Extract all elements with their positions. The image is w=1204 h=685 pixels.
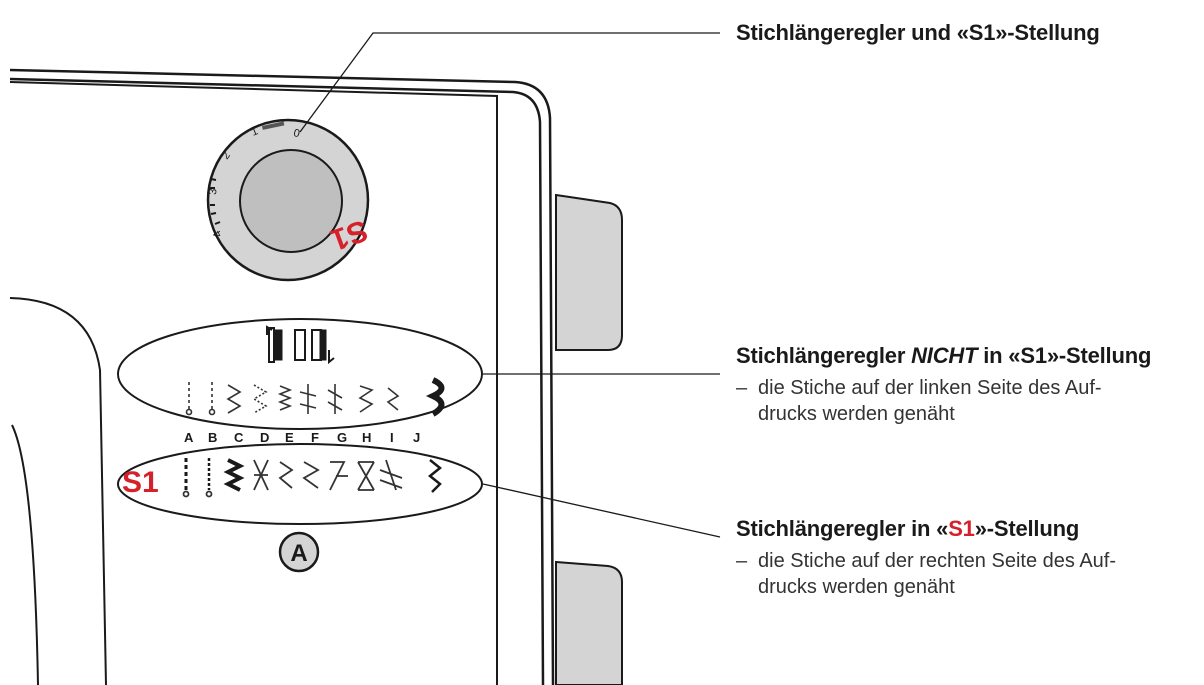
callout-bottom-desc-line2: drucks werden genäht xyxy=(758,576,955,598)
side-tab-lower xyxy=(555,560,623,685)
stitch-letter-h: H xyxy=(362,430,371,445)
upper-stitch-row xyxy=(185,377,445,417)
needle-position-icons xyxy=(266,325,335,365)
callout-bottom-title-post: »-Stellung xyxy=(974,516,1080,541)
callout-bottom-desc: –die Stiche auf der rechten Seite des Au… xyxy=(736,548,1116,600)
stitch-letter-c: C xyxy=(234,430,244,445)
side-tab-upper xyxy=(555,193,623,351)
callout-top-title: Stichlängeregler und «S1»-Stellung xyxy=(736,20,1100,45)
stitch-letter-row: A B C D E F G H I J xyxy=(184,430,420,445)
stitch-letter-i: I xyxy=(390,430,394,445)
callout-middle-desc: –die Stiche auf der linken Seite des Auf… xyxy=(736,375,1151,427)
callout-middle-desc-line1: die Stiche auf der linken Seite des Auf- xyxy=(758,377,1102,399)
stitch-letter-d: D xyxy=(260,430,269,445)
callout-middle-title: Stichlängeregler NICHT in «S1»-Stellung xyxy=(736,343,1151,369)
dial-number-2: 2 xyxy=(220,150,233,162)
panel-marker-circle xyxy=(278,531,320,573)
dial-bar-mark xyxy=(261,121,285,130)
callout-bottom-desc-line1: die Stiche auf der rechten Seite des Auf… xyxy=(758,550,1116,572)
callout-top: Stichlängeregler und «S1»-Stellung xyxy=(736,20,1100,46)
dial-number-0: 0 xyxy=(292,127,300,140)
stitch-letter-f: F xyxy=(311,430,319,445)
dial-knob xyxy=(239,149,343,253)
dial-number-4: 4 xyxy=(211,228,224,239)
lower-stitch-row xyxy=(182,458,443,498)
stitch-letter-a: A xyxy=(184,430,194,445)
callout-middle-desc-line2: drucks werden genäht xyxy=(758,403,955,425)
lower-stitch-oval xyxy=(117,443,483,525)
callout-middle-title-italic: NICHT xyxy=(911,343,978,368)
callout-middle: Stichlängeregler NICHT in «S1»-Stellung … xyxy=(736,343,1151,427)
machine-arm xyxy=(9,297,107,685)
stitch-letter-b: B xyxy=(208,430,217,445)
leader-line-bottom xyxy=(482,483,721,538)
callout-bottom-dash: – xyxy=(736,550,748,572)
stitch-letter-g: G xyxy=(337,430,347,445)
stitch-chart-panel: A B C D E F G H I J S1 A xyxy=(117,318,483,573)
dial-number-1: 1 xyxy=(250,125,260,138)
callout-bottom: Stichlängeregler in «S1»-Stellung –die S… xyxy=(736,516,1116,600)
dial-tick-marks xyxy=(210,178,221,225)
dial-number-3: 3 xyxy=(207,188,219,195)
panel-marker-label: A xyxy=(290,540,307,567)
leader-line-top xyxy=(299,32,720,133)
callout-middle-dash: – xyxy=(736,377,748,399)
upper-stitch-oval xyxy=(117,318,483,430)
stitch-length-dial: 0 1 2 3 4 S1 xyxy=(206,118,372,282)
stitch-letter-e: E xyxy=(285,430,294,445)
callout-bottom-title-red: S1 xyxy=(948,516,975,541)
callout-bottom-title: Stichlängeregler in «S1»-Stellung xyxy=(736,516,1116,542)
callout-bottom-title-pre: Stichlängeregler in « xyxy=(736,516,949,541)
stitch-letter-j: J xyxy=(413,430,420,445)
machine-body xyxy=(9,68,555,685)
leader-lines xyxy=(299,32,721,538)
callout-middle-title-pre: Stichlängeregler xyxy=(736,343,912,368)
panel-s1-label: S1 xyxy=(122,466,159,499)
callout-middle-title-post: in «S1»-Stellung xyxy=(977,343,1152,368)
